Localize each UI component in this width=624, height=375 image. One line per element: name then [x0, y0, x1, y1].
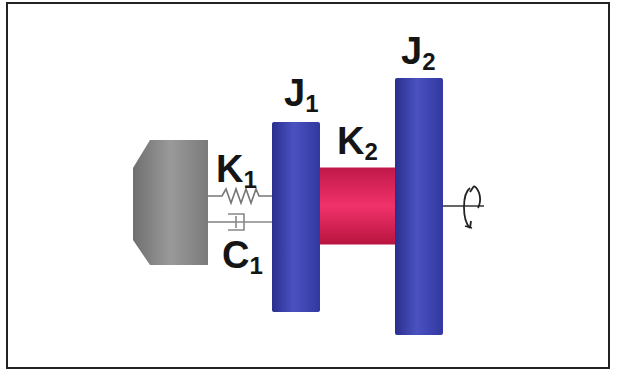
inertia-disk: J1	[272, 122, 320, 312]
inertia-label: J1	[284, 74, 319, 116]
rotation-arrow	[464, 186, 480, 228]
parameter-label: K1	[216, 150, 257, 192]
spring-symbol	[208, 189, 272, 203]
stiffness-label: K2	[337, 122, 378, 164]
shaft-stiffness	[320, 168, 395, 245]
parameter-label: C1	[222, 236, 263, 278]
damper-symbol	[208, 214, 272, 230]
inertia-disk: J2	[395, 78, 443, 335]
inertia-label: J2	[401, 32, 436, 74]
motor-housing	[133, 140, 208, 265]
